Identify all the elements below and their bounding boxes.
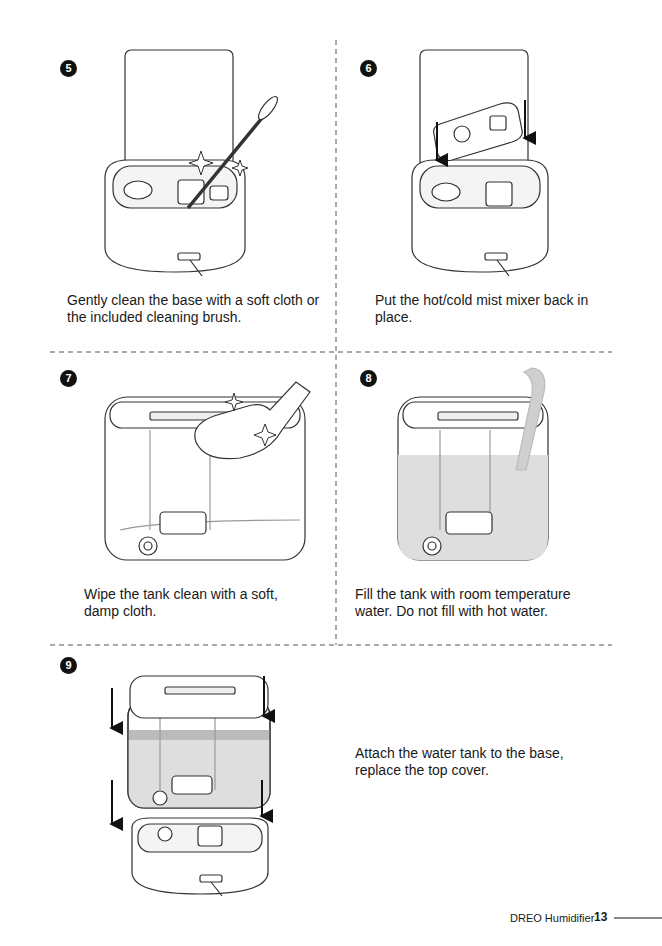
base-cleaning-illustration: [105, 50, 281, 276]
step-caption: Gently clean the base with a soft cloth …: [67, 292, 329, 326]
step-caption: Put the hot/cold mist mixer back in plac…: [375, 292, 601, 326]
step-caption: Fill the tank with room temperature wate…: [355, 586, 611, 620]
tank-wipe-illustration: [105, 382, 310, 560]
assembly-illustration: [112, 676, 270, 896]
page-number: 13: [594, 911, 607, 924]
callout-number: 7: [60, 370, 77, 387]
callout-number: 5: [60, 60, 77, 77]
footer-rule: [614, 918, 662, 919]
callout-number: 8: [360, 370, 377, 387]
callout-number: 6: [360, 60, 377, 77]
step-caption: Attach the water tank to the base, repla…: [355, 745, 600, 779]
step-caption: Wipe the tank clean with a soft, damp cl…: [84, 586, 316, 620]
tank-fill-illustration: [398, 368, 548, 560]
mixer-install-illustration: [412, 50, 548, 276]
footer-text: DREO Humidifier: [510, 912, 594, 925]
callout-number: 9: [60, 657, 77, 674]
panel-separators: [50, 40, 612, 645]
